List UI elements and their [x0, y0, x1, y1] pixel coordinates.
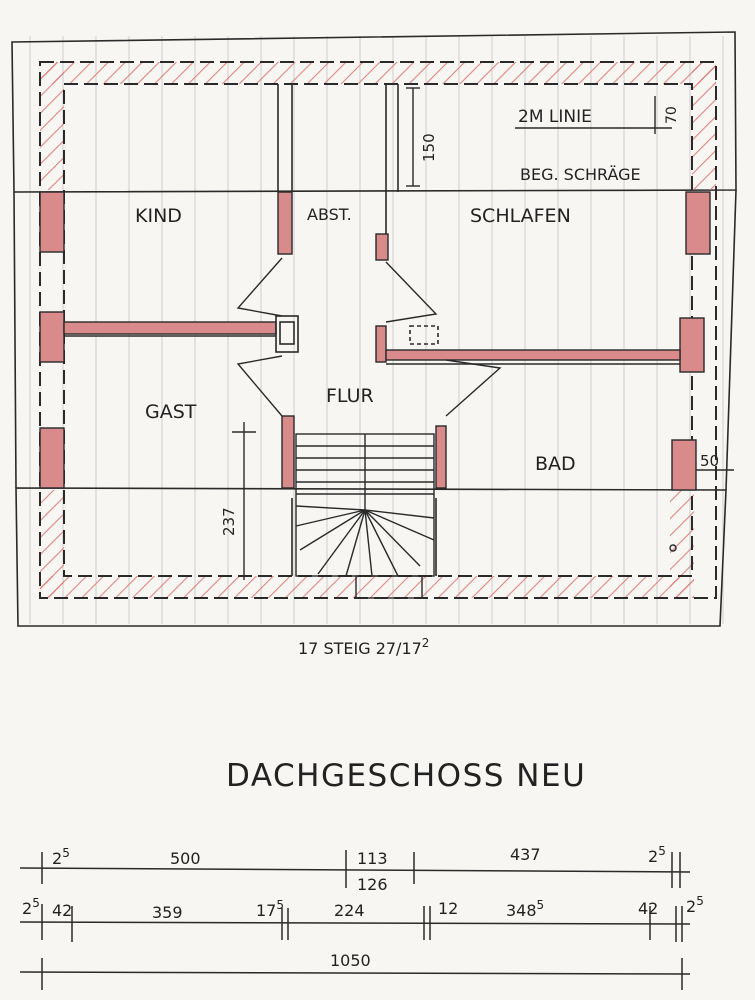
dimension-chains — [19, 850, 691, 990]
dimension-237: 237 — [220, 507, 238, 536]
dim-row2-c: 359 — [152, 903, 183, 922]
roof-outline — [11, 31, 737, 627]
dimension-150: 150 — [420, 133, 438, 162]
dim-row2-d: 175 — [256, 898, 284, 920]
interior-walls — [64, 84, 680, 576]
staircase — [295, 433, 435, 599]
dim-row1-a: 25 — [52, 846, 70, 868]
dim-row2-a: 25 — [22, 896, 40, 918]
plan-title: DACHGESCHOSS NEU — [226, 758, 586, 794]
dim-row2-h: 42 — [638, 899, 658, 918]
door-swings — [236, 257, 502, 417]
room-label-flur: FLUR — [326, 385, 374, 407]
dim-row3-total: 1050 — [330, 951, 371, 970]
room-label-schlafen: SCHLAFEN — [470, 205, 571, 227]
room-label-bad: BAD — [535, 453, 576, 475]
dim-row1-d: 437 — [510, 845, 541, 864]
dim-row2-f: 12 — [438, 899, 458, 918]
stair-info: 17 STEIG 27/172 — [298, 636, 429, 658]
dim-row2-g: 3485 — [506, 898, 544, 920]
dim-row1-b: 500 — [170, 849, 201, 868]
dim-row2-i: 25 — [686, 894, 704, 916]
inner-dimension-marks — [232, 87, 734, 580]
dim-row2-e: 224 — [334, 901, 365, 920]
outer-wall-hatched — [40, 62, 716, 598]
dimension-70: 70 — [664, 106, 680, 124]
plan-grid — [29, 36, 724, 624]
dim-row1-c: 113 — [357, 849, 388, 868]
annotation-2m-linie: 2M LINIE — [518, 107, 592, 127]
dim-row1-e: 25 — [648, 844, 666, 866]
dim-row2-b: 42 — [52, 901, 72, 920]
dim-row1-c2: 126 — [357, 875, 388, 894]
annotation-beg-schraege: BEG. SCHRÄGE — [520, 165, 641, 184]
room-label-kind: KIND — [135, 205, 182, 227]
room-label-gast: GAST — [145, 401, 197, 423]
solid-walls — [39, 191, 711, 491]
dimension-50: 50 — [700, 452, 719, 470]
room-label-abstellraum: ABST. — [307, 205, 352, 224]
